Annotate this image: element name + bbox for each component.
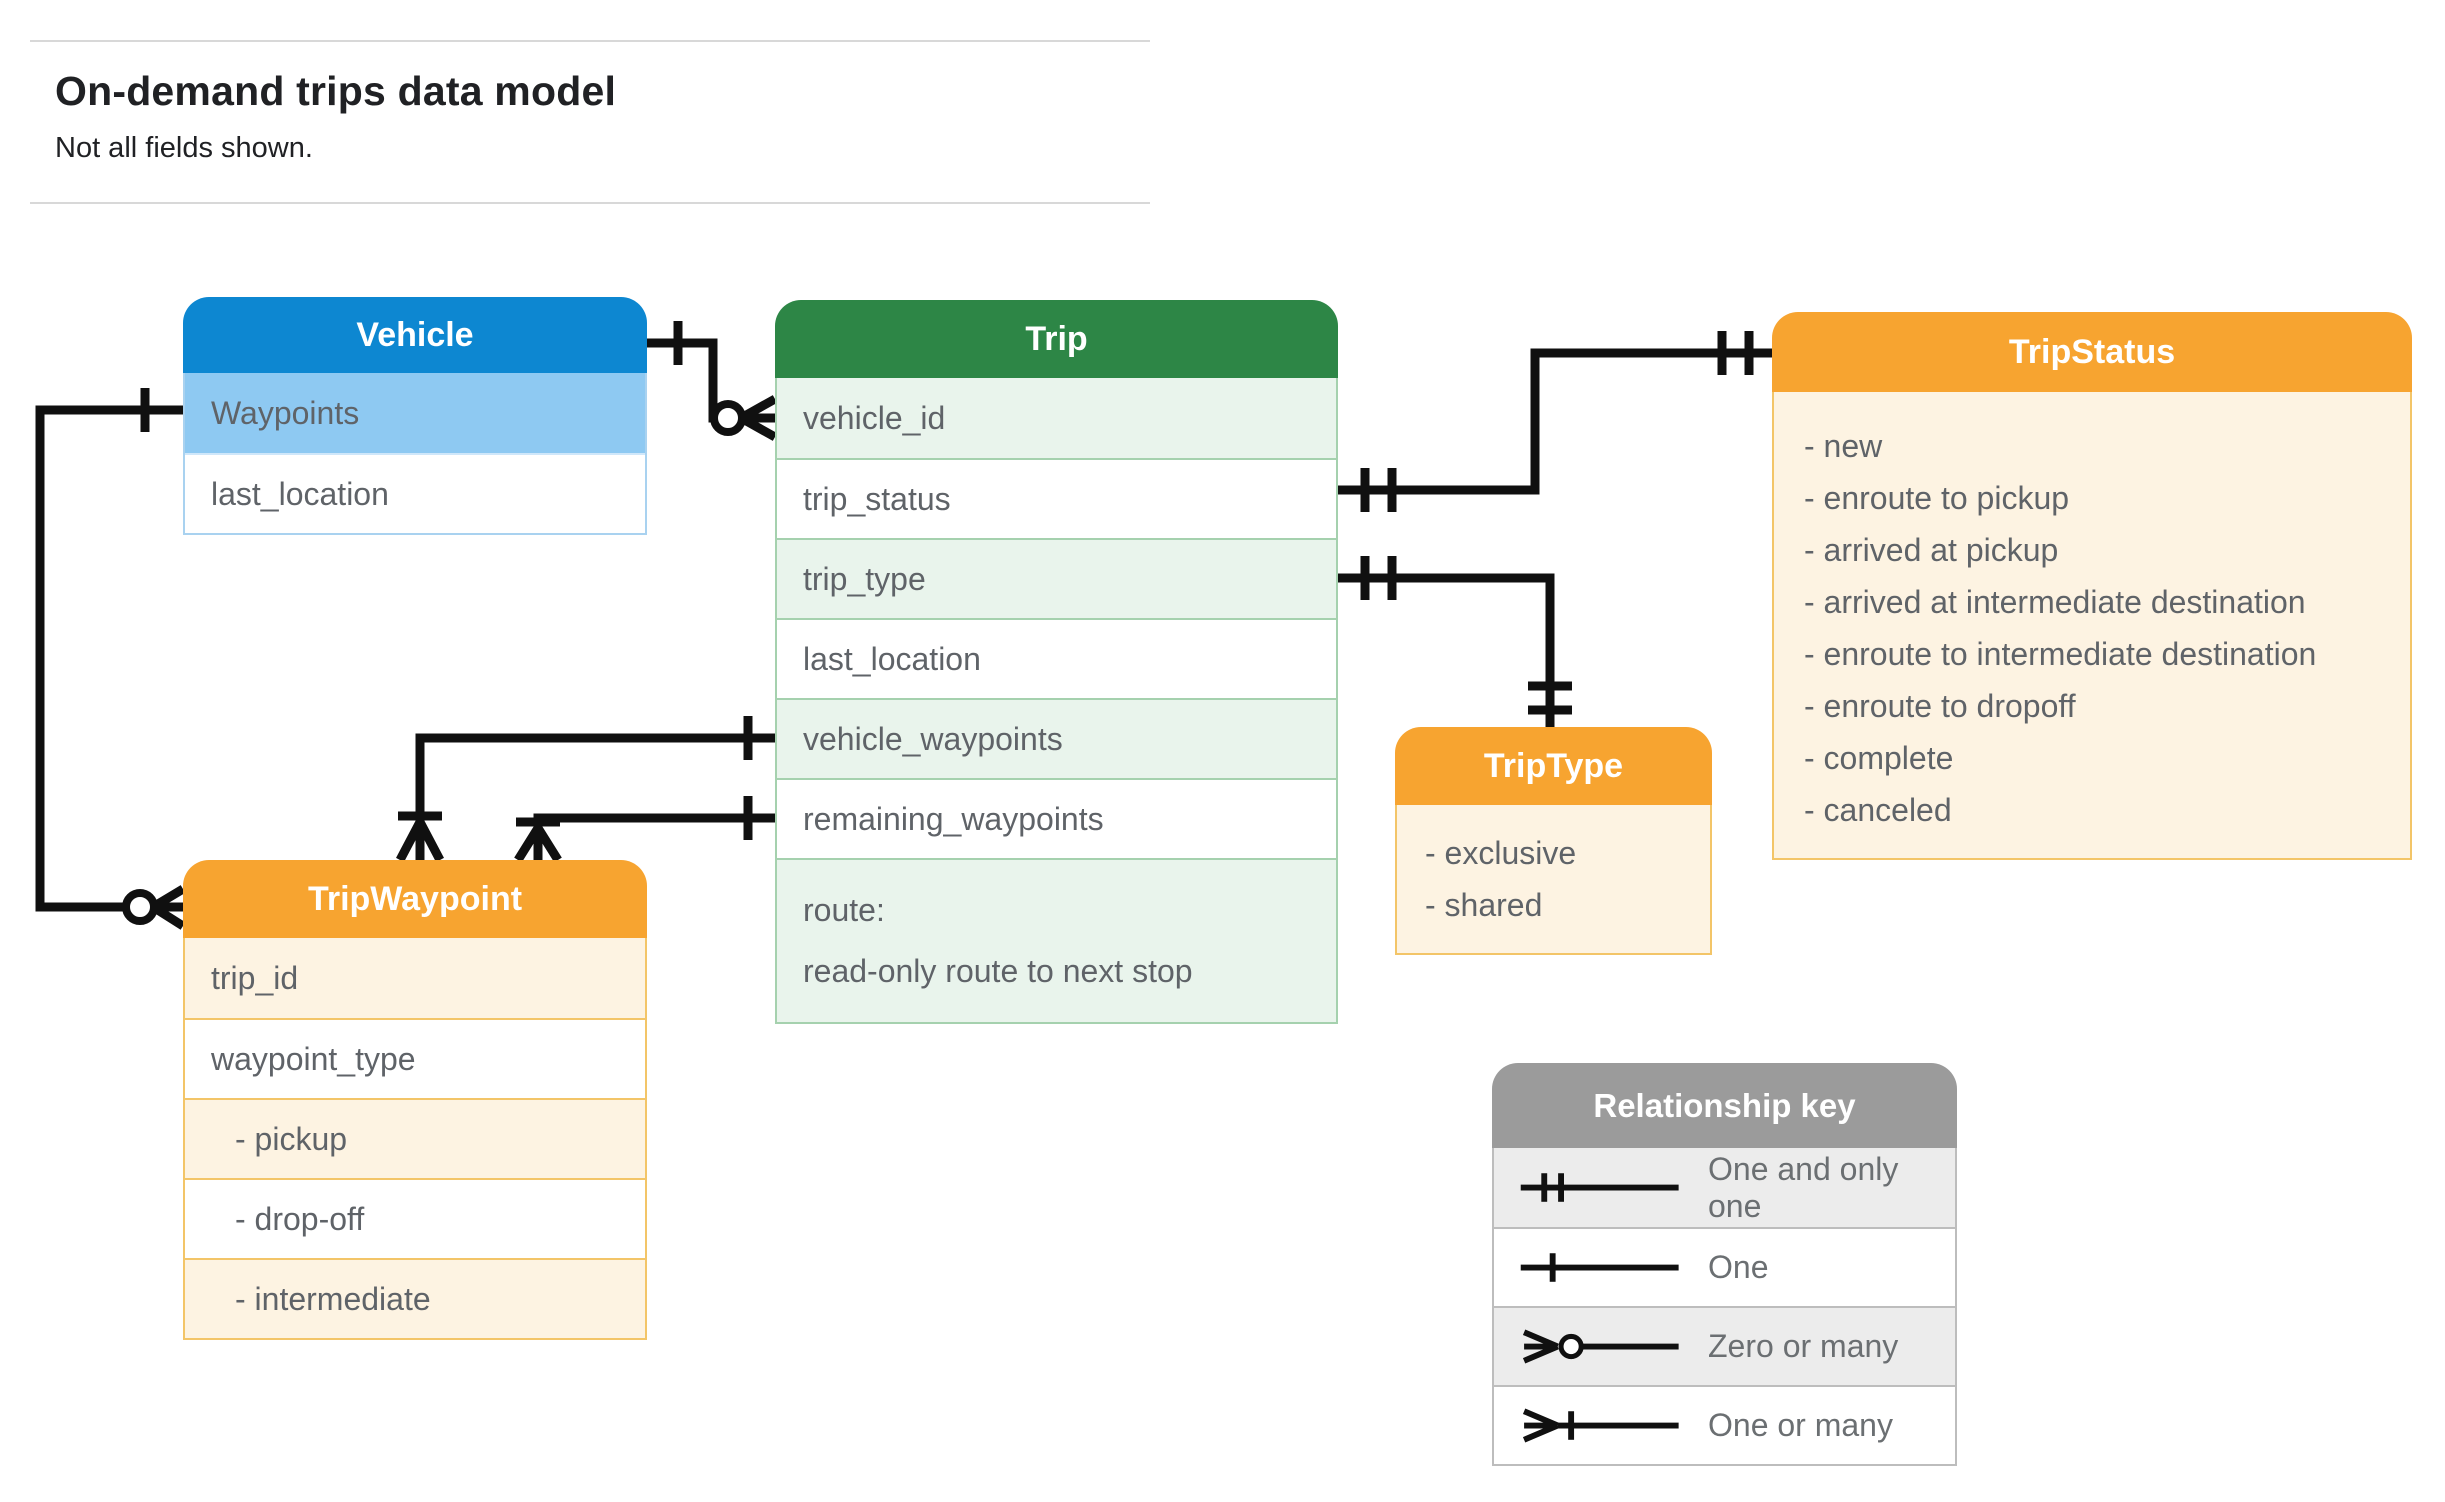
enum-value-arrived-at-pickup: - arrived at pickup [1804, 532, 2059, 568]
enum-value-pickup: - pickup [185, 1098, 645, 1178]
enum-value-enroute-to-intermediate-destination: - enroute to intermediate destination [1804, 636, 2317, 672]
field-waypoints: Waypoints [185, 373, 645, 453]
zero-or-many-icon [1522, 1329, 1679, 1364]
page-subtitle: Not all fields shown. [55, 132, 313, 164]
legend-row-one-and-only-one: One and only one [1494, 1148, 1955, 1227]
entity-tripwaypoint: TripWaypoint trip_id waypoint_type - pic… [183, 860, 647, 1340]
field-last-location: last_location [777, 618, 1336, 698]
legend-label: Zero or many [1708, 1328, 1899, 1364]
entity-triptype-header: TripType [1395, 727, 1712, 805]
field-route-line2: read-only route to next stop [803, 953, 1193, 989]
legend-row-one-or-many: One or many [1494, 1385, 1955, 1464]
field-remaining-waypoints: remaining_waypoints [777, 778, 1336, 858]
legend-label: One [1708, 1249, 1769, 1285]
field-vehicle-waypoints: vehicle_waypoints [777, 698, 1336, 778]
legend-row-one: One [1494, 1227, 1955, 1306]
legend-label: One or many [1708, 1407, 1893, 1443]
entity-tripstatus-header: TripStatus [1772, 312, 2412, 392]
field-trip-type: trip_type [777, 538, 1336, 618]
enum-value-enroute-to-dropoff: - enroute to dropoff [1804, 688, 2076, 724]
connector-vehicle-trip [646, 321, 778, 441]
divider-top [30, 40, 1150, 42]
field-last-location: last_location [185, 453, 645, 533]
entity-tripstatus: TripStatus - new - enroute to pickup - a… [1772, 312, 2412, 860]
entity-vehicle-header: Vehicle [183, 297, 647, 373]
enum-value-complete: - complete [1804, 740, 1954, 776]
relationship-key-header: Relationship key [1492, 1063, 1957, 1148]
field-trip-status: trip_status [777, 458, 1336, 538]
field-vehicle-id: vehicle_id [777, 378, 1336, 458]
connector-trip-vehicle-waypoints [396, 716, 775, 863]
page-title: On-demand trips data model [55, 68, 617, 114]
enum-value-canceled: - canceled [1804, 792, 1952, 828]
enum-value-intermediate: - intermediate [185, 1258, 645, 1338]
connector-vehicle-tripwaypoint [35, 388, 186, 930]
entity-vehicle: Vehicle Waypoints last_location [183, 297, 647, 535]
divider-bottom [30, 202, 1150, 204]
crows-foot-icon [738, 395, 778, 441]
relationship-key: Relationship key One and only one One [1492, 1063, 1957, 1466]
connector-trip-triptype [1338, 556, 1572, 727]
enum-value-shared: - shared [1425, 887, 1543, 923]
entity-trip: Trip vehicle_id trip_status trip_type la… [775, 300, 1338, 1024]
one-or-many-icon [1522, 1408, 1679, 1443]
one-icon [1520, 1253, 1679, 1282]
enum-value-enroute-to-pickup: - enroute to pickup [1804, 480, 2070, 516]
enum-value-arrived-at-intermediate-destination: - arrived at intermediate destination [1804, 584, 2306, 620]
entity-trip-header: Trip [775, 300, 1338, 378]
crows-foot-icon [396, 819, 444, 863]
field-trip-id: trip_id [185, 938, 645, 1018]
field-waypoint-type: waypoint_type [185, 1018, 645, 1098]
crows-foot-icon [514, 825, 562, 863]
field-route-line1: route: [803, 892, 885, 928]
enum-value-new: - new [1804, 428, 1883, 464]
connector-trip-remaining-waypoints [514, 796, 775, 863]
legend-label: One and only one [1708, 1150, 1899, 1224]
enum-value-exclusive: - exclusive [1425, 835, 1577, 871]
entity-tripwaypoint-header: TripWaypoint [183, 860, 647, 938]
field-route: route: read-only route to next stop [777, 858, 1336, 1022]
one-and-only-one-icon [1520, 1173, 1679, 1202]
enum-value-drop-off: - drop-off [185, 1178, 645, 1258]
zero-circle-icon [710, 400, 746, 436]
connector-trip-tripstatus [1338, 331, 1772, 512]
entity-triptype: TripType - exclusive - shared [1395, 727, 1712, 955]
zero-circle-icon [122, 889, 158, 925]
legend-row-zero-or-many: Zero or many [1494, 1306, 1955, 1385]
crows-foot-icon [150, 885, 186, 930]
